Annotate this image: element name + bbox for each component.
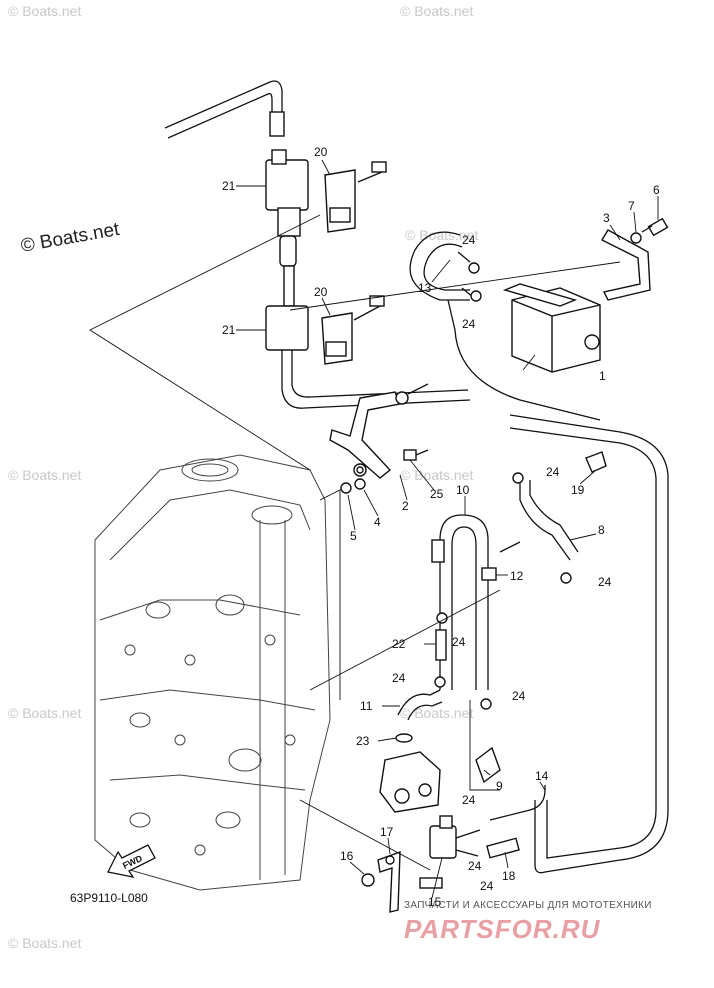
pump-lower (265, 295, 471, 409)
callout-15: 15 (428, 895, 442, 909)
fitting (379, 751, 441, 813)
washer-7 (630, 232, 642, 244)
hose-13 (409, 231, 482, 302)
hose-18 (486, 837, 520, 859)
callout-24-b: 24 (462, 317, 476, 331)
nut-5 (340, 482, 352, 494)
callout-24-g: 24 (512, 689, 526, 703)
callout-10: 10 (456, 483, 470, 497)
callout-24-h: 24 (462, 793, 476, 807)
pipe-14 (489, 414, 669, 874)
callout-18: 18 (502, 869, 516, 883)
callout-13: 13 (418, 281, 432, 295)
diagram-code: 63P9110-L080 (70, 891, 148, 905)
callout-16: 16 (340, 849, 354, 863)
nut-16 (361, 873, 375, 887)
oring-23 (395, 733, 413, 743)
callout-12: 12 (510, 569, 524, 583)
shop-logo: PARTSFOR.RU (404, 914, 601, 944)
fuel-filter (279, 235, 297, 307)
leader-lines (236, 159, 659, 899)
watermark: © Boats.net (400, 3, 473, 19)
shop-watermark: ЗАПЧАСТИ И АКСЕССУАРЫ ДЛЯ МОТОТЕХНИКИ PA… (404, 900, 652, 944)
pipe-10 (431, 514, 521, 690)
watermark: © Boats.net (8, 705, 81, 721)
hose-11 (397, 689, 443, 721)
bolt-25 (403, 449, 429, 461)
callout-24-d: 24 (598, 575, 612, 589)
callouts: 1 2 3 4 5 6 7 8 9 10 11 12 13 14 15 16 1… (222, 145, 660, 909)
valve-15 (429, 815, 481, 859)
top-pipe (164, 80, 285, 139)
callout-23: 23 (356, 734, 370, 748)
callout-21-lower: 21 (222, 323, 236, 337)
callout-22: 22 (392, 637, 406, 651)
callout-3: 3 (603, 211, 610, 225)
washer-4 (354, 478, 366, 490)
return-hose (447, 299, 601, 421)
callout-24-j: 24 (468, 859, 482, 873)
shop-tagline: ЗАПЧАСТИ И АКСЕССУАРЫ ДЛЯ МОТОТЕХНИКИ (404, 900, 652, 911)
bracket-3 (601, 229, 651, 301)
callout-20-upper: 20 (314, 145, 328, 159)
union-22 (434, 612, 448, 688)
bracket-17 (377, 850, 443, 913)
watermark: © Boats.net (8, 3, 81, 19)
main-watermark: © Boats.net (19, 219, 121, 257)
callout-6: 6 (653, 183, 660, 197)
part-19 (585, 451, 607, 473)
callout-17: 17 (380, 825, 394, 839)
callout-11: 11 (360, 699, 373, 713)
callout-21-upper: 21 (222, 179, 236, 193)
callout-1: 1 (599, 369, 606, 383)
callout-25: 25 (430, 487, 444, 501)
watermark: © Boats.net (8, 935, 81, 951)
hose-8 (512, 472, 579, 584)
engine-block (94, 454, 331, 891)
callout-24-c: 24 (546, 465, 560, 479)
bolt-6 (641, 217, 669, 237)
callout-5: 5 (350, 529, 357, 543)
callout-24-e: 24 (452, 635, 466, 649)
bracket-2 (329, 383, 429, 479)
canister (502, 283, 601, 373)
callout-19: 19 (571, 483, 585, 497)
callout-8: 8 (598, 523, 605, 537)
callout-24-f: 24 (392, 671, 406, 685)
watermark: © Boats.net (400, 705, 473, 721)
callout-2: 2 (402, 499, 409, 513)
callout-7: 7 (628, 199, 635, 213)
callout-14: 14 (535, 769, 549, 783)
pump-upper (265, 149, 387, 237)
callout-4: 4 (374, 515, 381, 529)
reference-lines (89, 214, 621, 871)
callout-9: 9 (496, 779, 503, 793)
fwd-arrow: FWD (107, 844, 156, 878)
watermark: © Boats.net (400, 467, 473, 483)
callout-20-lower: 20 (314, 285, 328, 299)
watermark: © Boats.net (8, 467, 81, 483)
part-9 (475, 698, 501, 784)
callout-24-a: 24 (462, 233, 476, 247)
callout-24-i: 24 (480, 879, 494, 893)
